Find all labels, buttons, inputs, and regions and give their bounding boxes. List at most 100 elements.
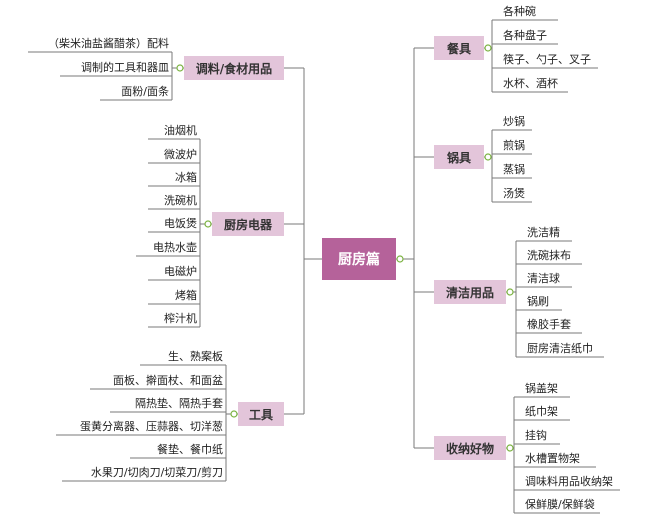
appliances-collapse-dot[interactable] [204, 220, 212, 228]
branch-appliances[interactable]: 厨房电器 [212, 212, 284, 236]
branch-tools-label: 工具 [248, 407, 273, 422]
leaf-appliance-1[interactable]: 油烟机 [148, 123, 200, 139]
leaf-storage-3[interactable]: 挂钩 [522, 428, 562, 444]
leaf-tool-5[interactable]: 餐垫、餐巾纸 [130, 442, 226, 458]
leaf-label: 洗碗机 [164, 194, 197, 207]
leaf-cookware-1[interactable]: 炒锅 [500, 114, 534, 130]
branch-cookware-label: 锅具 [446, 150, 471, 165]
leaf-cleaning-3[interactable]: 清洁球 [524, 271, 574, 287]
leaf-tool-1[interactable]: 生、熟案板 [140, 349, 226, 365]
leaf-seasoning-2[interactable]: 调制的工具和器皿 [60, 60, 172, 76]
leaf-label: 洗碗抹布 [527, 249, 571, 262]
leaf-label: 电饭煲 [164, 217, 197, 230]
branch-storage[interactable]: 收纳好物 [434, 436, 506, 460]
leaf-tableware-1[interactable]: 各种碗 [500, 4, 560, 20]
leaf-label: 煎锅 [503, 139, 525, 152]
leaf-label: 冰箱 [175, 171, 197, 184]
leaf-label: 调味料用品收纳架 [525, 475, 613, 488]
leaf-cleaning-4[interactable]: 锅刷 [524, 294, 564, 310]
leaf-cleaning-5[interactable]: 橡胶手套 [524, 317, 584, 333]
leaf-label: 保鲜膜/保鲜袋 [525, 498, 595, 511]
leaf-label: 水槽置物架 [525, 452, 580, 465]
leaf-tableware-4[interactable]: 水杯、酒杯 [500, 76, 570, 92]
leaf-storage-5[interactable]: 调味料用品收纳架 [522, 474, 622, 490]
leaf-label: 洗洁精 [527, 226, 560, 239]
leaf-label: 炒锅 [503, 115, 525, 128]
leaf-appliance-4[interactable]: 洗碗机 [148, 193, 200, 209]
branch-seasoning-label: 调料/食材用品 [195, 61, 273, 76]
branch-tableware[interactable]: 餐具 [434, 36, 484, 60]
leaf-label: 水果刀/切肉刀/切菜刀/剪刀 [90, 466, 223, 479]
leaf-cleaning-1[interactable]: 洗洁精 [524, 225, 574, 241]
leaf-label: 水杯、酒杯 [503, 77, 558, 90]
branch-cleaning-label: 清洁用品 [445, 285, 494, 300]
leaf-tool-4[interactable]: 蛋黄分离器、压蒜器、切洋葱 [56, 419, 226, 435]
leaf-tableware-3[interactable]: 筷子、勺子、叉子 [500, 52, 600, 68]
branch-cookware[interactable]: 锅具 [434, 145, 484, 169]
cookware-collapse-dot[interactable] [484, 153, 492, 161]
leaf-cookware-4[interactable]: 汤煲 [500, 186, 534, 202]
leaf-label: 汤煲 [503, 187, 525, 200]
leaf-label: 厨房清洁纸巾 [527, 342, 593, 355]
leaf-label: 挂钩 [525, 429, 547, 442]
leaf-appliance-2[interactable]: 微波炉 [148, 147, 200, 163]
leaf-label: 电热水壶 [153, 241, 197, 254]
leaf-label: 榨汁机 [164, 312, 197, 325]
leaf-label: 锅盖架 [525, 382, 558, 395]
leaf-label: 烤箱 [175, 289, 197, 302]
leaf-seasoning-1[interactable]: （柴米油盐酱醋茶）配料 [28, 36, 172, 52]
root-node[interactable]: 厨房篇 [322, 238, 396, 280]
tools-collapse-dot[interactable] [230, 410, 238, 418]
leaf-tool-6[interactable]: 水果刀/切肉刀/切菜刀/剪刀 [62, 465, 226, 481]
leaf-label: 微波炉 [164, 148, 197, 161]
leaf-label: 蒸锅 [503, 163, 525, 176]
leaf-storage-1[interactable]: 锅盖架 [522, 381, 572, 397]
leaf-appliance-7[interactable]: 电磁炉 [148, 264, 200, 280]
leaf-label: 隔热垫、隔热手套 [135, 397, 223, 410]
tableware-collapse-dot[interactable] [484, 44, 492, 52]
leaf-label: 纸巾架 [525, 405, 558, 418]
leaf-label: 电磁炉 [164, 265, 197, 278]
leaf-label: 调制的工具和器皿 [81, 61, 169, 74]
leaf-cookware-3[interactable]: 蒸锅 [500, 162, 534, 178]
branch-tableware-label: 餐具 [446, 41, 471, 56]
storage-collapse-dot[interactable] [506, 444, 514, 452]
branch-storage-label: 收纳好物 [445, 441, 494, 456]
leaf-seasoning-3[interactable]: 面粉/面条 [100, 84, 172, 100]
branch-seasoning[interactable]: 调料/食材用品 [184, 56, 284, 80]
cleaning-collapse-dot[interactable] [506, 288, 514, 296]
leaf-appliance-3[interactable]: 冰箱 [148, 170, 200, 186]
root-right-collapse-dot[interactable] [396, 255, 404, 263]
leaf-storage-6[interactable]: 保鲜膜/保鲜袋 [522, 497, 602, 513]
leaf-label: 餐垫、餐巾纸 [157, 443, 223, 456]
leaf-appliance-9[interactable]: 榨汁机 [148, 311, 200, 327]
seasoning-collapse-dot[interactable] [176, 64, 184, 72]
leaf-cleaning-2[interactable]: 洗碗抹布 [524, 248, 584, 264]
leaf-label: 各种盘子 [503, 29, 547, 42]
leaf-label: 油烟机 [164, 124, 197, 137]
leaf-label: 面粉/面条 [121, 85, 169, 98]
leaf-cleaning-6[interactable]: 厨房清洁纸巾 [524, 341, 606, 357]
leaf-tool-2[interactable]: 面板、擀面杖、和面盆 [90, 373, 226, 389]
leaf-label: 筷子、勺子、叉子 [503, 53, 591, 66]
leaf-tool-3[interactable]: 隔热垫、隔热手套 [110, 396, 226, 412]
branch-appliances-label: 厨房电器 [223, 217, 272, 232]
leaf-label: （柴米油盐酱醋茶）配料 [48, 37, 169, 50]
leaf-label: 锅刷 [527, 295, 549, 308]
leaf-label: 生、熟案板 [168, 350, 223, 363]
leaf-cookware-2[interactable]: 煎锅 [500, 138, 534, 154]
leaf-storage-4[interactable]: 水槽置物架 [522, 451, 598, 467]
root-label: 厨房篇 [338, 252, 380, 268]
leaf-label: 面板、擀面杖、和面盆 [113, 374, 223, 387]
leaf-label: 清洁球 [527, 272, 560, 285]
leaf-tableware-2[interactable]: 各种盘子 [500, 28, 560, 44]
leaf-label: 蛋黄分离器、压蒜器、切洋葱 [80, 420, 223, 433]
leaf-storage-2[interactable]: 纸巾架 [522, 404, 572, 420]
leaf-appliance-6[interactable]: 电热水壶 [136, 240, 200, 256]
leaf-appliance-5[interactable]: 电饭煲 [148, 216, 200, 232]
branch-tools[interactable]: 工具 [238, 402, 284, 426]
branch-cleaning[interactable]: 清洁用品 [434, 280, 506, 304]
leaf-appliance-8[interactable]: 烤箱 [148, 288, 200, 304]
leaf-label: 各种碗 [503, 5, 536, 18]
